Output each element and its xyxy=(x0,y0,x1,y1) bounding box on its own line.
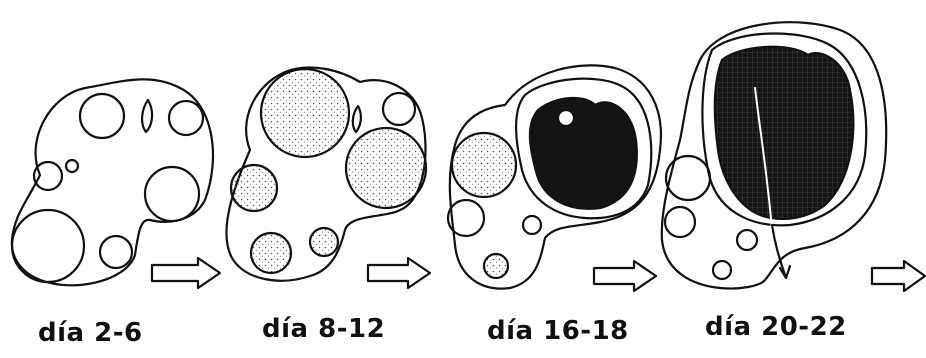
stage-label: día 16-18 xyxy=(487,316,629,346)
large-follicle xyxy=(346,128,426,208)
arrow-3 xyxy=(594,261,656,291)
follicle xyxy=(34,162,62,190)
follicle xyxy=(80,94,124,138)
follicle xyxy=(523,216,541,234)
arrow-4 xyxy=(872,261,925,291)
follicle xyxy=(665,207,695,237)
corpus-luteum-mass xyxy=(715,47,854,219)
follicle xyxy=(251,233,291,273)
follicle xyxy=(666,156,710,200)
stage-1-ovary xyxy=(12,79,213,285)
vein-stalk xyxy=(772,225,790,278)
follicle xyxy=(737,230,757,250)
large-follicle xyxy=(261,69,349,157)
stage-label: día 20-22 xyxy=(705,312,847,342)
follicle xyxy=(231,165,277,211)
follicle xyxy=(383,93,415,125)
follicle xyxy=(66,160,78,172)
ovary-outline xyxy=(12,79,213,285)
stage-4-ovary xyxy=(662,22,886,288)
follicle xyxy=(452,133,516,197)
follicle xyxy=(100,236,132,268)
corpus-luteum-mass xyxy=(530,98,637,209)
stage-3-ovary xyxy=(448,65,661,288)
arrow-1 xyxy=(152,258,220,288)
follicle xyxy=(145,167,199,221)
antrum-droplet xyxy=(353,106,361,132)
stage-label: día 2-6 xyxy=(38,318,143,348)
follicle xyxy=(484,254,508,278)
stage-2-ovary xyxy=(226,67,426,280)
antrum-droplet xyxy=(142,100,152,132)
follicle xyxy=(558,110,574,126)
stage-label: día 8-12 xyxy=(262,314,385,344)
arrow-2 xyxy=(368,258,430,288)
follicle xyxy=(12,210,84,282)
follicle xyxy=(310,228,338,256)
follicle xyxy=(713,261,731,279)
follicle xyxy=(448,200,484,236)
follicle xyxy=(169,101,203,135)
